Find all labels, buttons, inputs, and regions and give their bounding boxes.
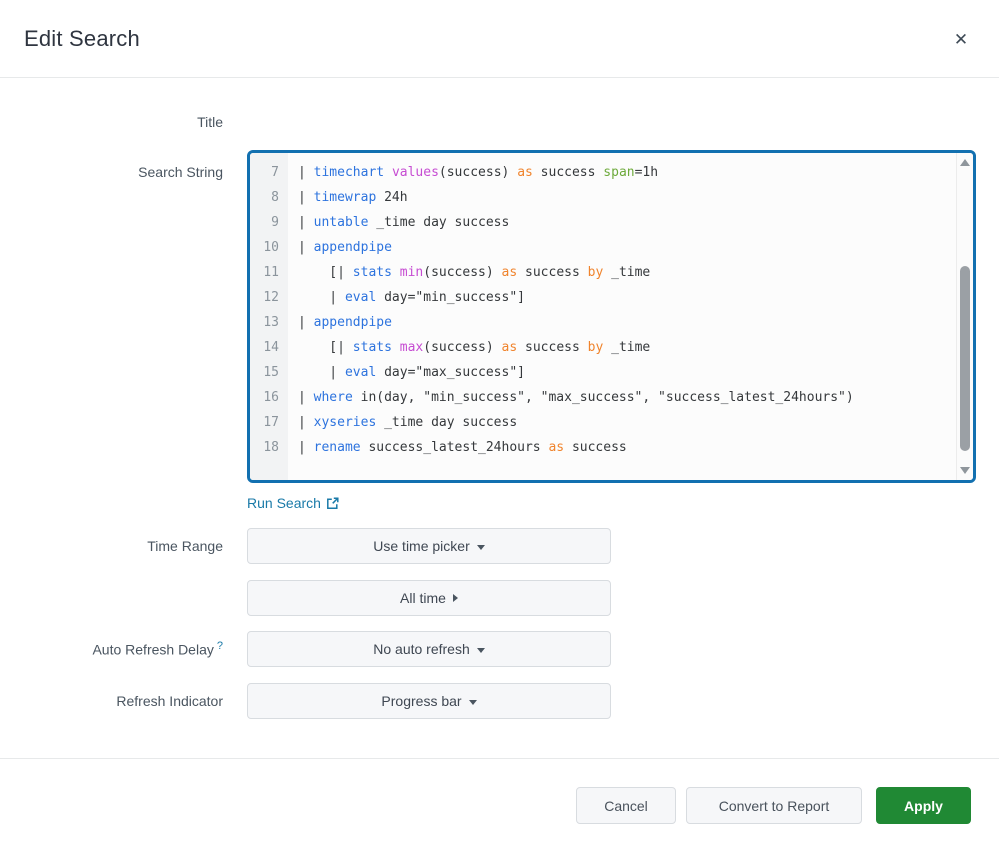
code-lines[interactable]: | timechart values(success) as success s… (288, 153, 956, 480)
code-line: | eval day="max_success"] (298, 365, 525, 380)
all-time-label: All time (400, 590, 446, 606)
line-number: 18 (263, 440, 279, 455)
title-input[interactable] (247, 112, 611, 132)
line-number: 9 (271, 215, 279, 230)
title-row: Title (0, 112, 999, 132)
line-number: 7 (271, 165, 279, 180)
time-range-label: Time Range (147, 538, 223, 554)
time-picker-label: Use time picker (373, 538, 470, 554)
line-number: 14 (263, 340, 279, 355)
search-string-editor[interactable]: 7 8 9 10 11 12 13 14 15 16 17 18 | timechart values… (247, 150, 976, 483)
editor-scrollbar[interactable] (956, 153, 973, 480)
cancel-button[interactable]: Cancel (576, 787, 676, 824)
help-icon[interactable]: ? (216, 640, 223, 653)
line-number: 8 (271, 190, 279, 205)
search-string-label: Search String (138, 164, 223, 180)
code-line: | timechart values(success) as success s… (298, 165, 659, 180)
scroll-up-arrow-icon[interactable] (957, 154, 973, 171)
code-line: [| stats min(success) as success by _tim… (298, 265, 651, 280)
run-search-row: Run Search (0, 494, 999, 514)
apply-button[interactable]: Apply (876, 787, 971, 824)
chevron-down-icon (476, 544, 485, 550)
code-line: | timewrap 24h (298, 190, 408, 205)
dialog-footer: Cancel Convert to Report Apply (0, 758, 999, 849)
code-line: | appendpipe (298, 315, 392, 330)
refresh-indicator-row: Refresh Indicator Progress bar (0, 683, 999, 719)
code-line: | eval day="min_success"] (298, 290, 525, 305)
line-number: 17 (263, 415, 279, 430)
close-icon[interactable]: ✕ (947, 26, 975, 54)
time-picker-dropdown[interactable]: Use time picker (247, 528, 611, 564)
run-search-label: Run Search (247, 495, 321, 511)
auto-refresh-dropdown[interactable]: No auto refresh (247, 631, 611, 667)
dialog-title: Edit Search (24, 25, 140, 51)
line-number: 10 (263, 240, 279, 255)
title-label: Title (197, 114, 223, 130)
line-number: 11 (263, 265, 279, 280)
auto-refresh-label: Auto Refresh Delay? (92, 640, 223, 658)
line-number: 12 (263, 290, 279, 305)
gutter: 7 8 9 10 11 12 13 14 15 16 17 18 (250, 153, 288, 480)
scrollbar-thumb[interactable] (960, 266, 970, 451)
code-line: | rename success_latest_24hours as succe… (298, 440, 627, 455)
auto-refresh-value: No auto refresh (373, 641, 470, 657)
all-time-dropdown[interactable]: All time (247, 580, 611, 616)
auto-refresh-row: Auto Refresh Delay? No auto refresh (0, 631, 999, 667)
convert-to-report-button[interactable]: Convert to Report (686, 787, 862, 824)
external-link-icon (326, 496, 339, 509)
code-line: | appendpipe (298, 240, 392, 255)
dialog-header: Edit Search (0, 0, 999, 78)
code-line: | untable _time day success (298, 215, 510, 230)
chevron-down-icon (468, 699, 477, 705)
chevron-right-icon (452, 594, 458, 602)
chevron-down-icon (476, 647, 485, 653)
run-search-link[interactable]: Run Search (247, 495, 339, 511)
line-number: 13 (263, 315, 279, 330)
code-line: | xyseries _time day success (298, 415, 518, 430)
code-line: [| stats max(success) as success by _tim… (298, 340, 651, 355)
code-line: | where in(day, "min_success", "max_succ… (298, 390, 854, 405)
refresh-indicator-label: Refresh Indicator (116, 693, 223, 709)
time-range-row: Time Range Use time picker (0, 528, 999, 564)
all-time-row: All time (0, 580, 999, 616)
edit-search-form: Title Search String 7 8 9 10 11 12 13 14 15 16 17 1… (0, 78, 999, 719)
scroll-down-arrow-icon[interactable] (957, 462, 973, 479)
line-number: 15 (263, 365, 279, 380)
refresh-indicator-dropdown[interactable]: Progress bar (247, 683, 611, 719)
refresh-indicator-value: Progress bar (381, 693, 462, 709)
line-number: 16 (263, 390, 279, 405)
search-string-row: Search String 7 8 9 10 11 12 13 14 15 16 17 18 | ti… (0, 150, 999, 483)
